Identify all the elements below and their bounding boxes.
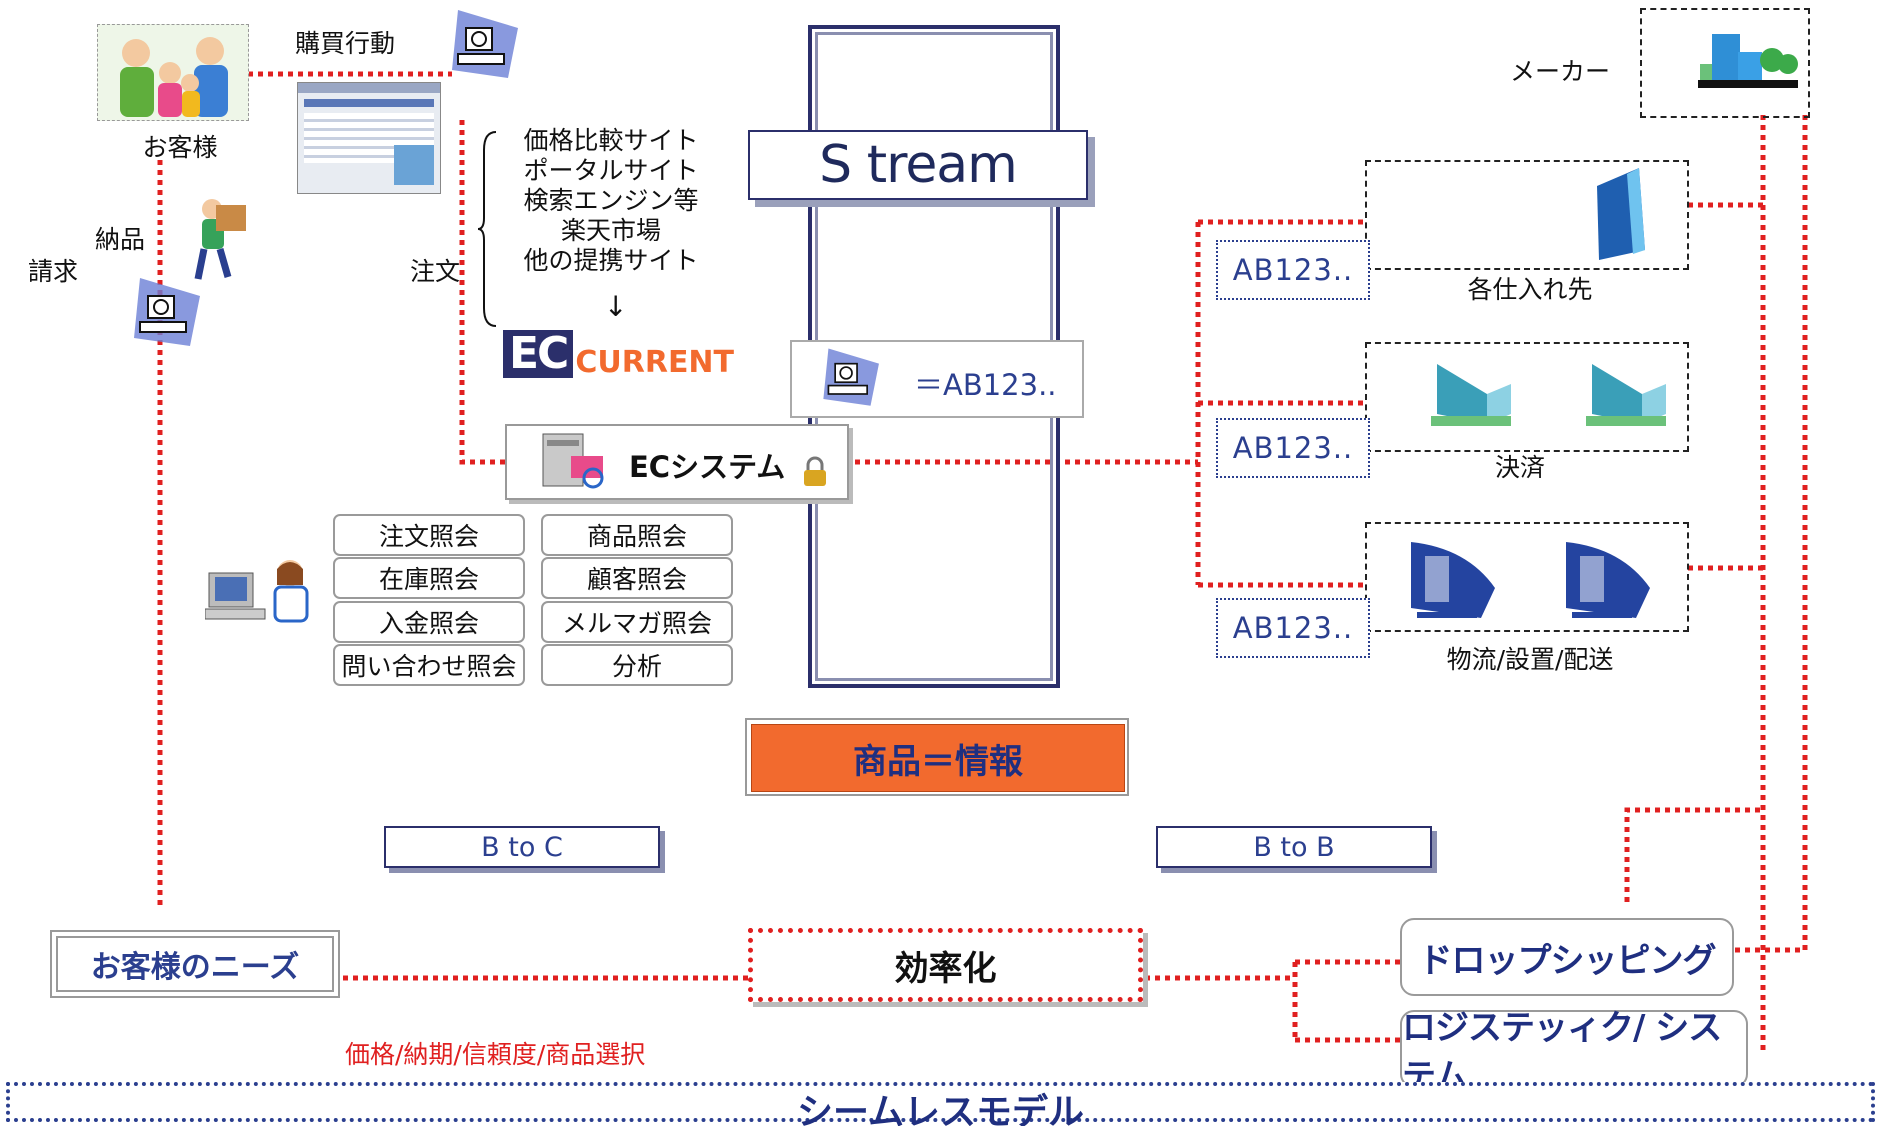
sites-list: 価格比較サイト ポータルサイト 検索エンジン等 楽天市場 他の提携サイト [500, 126, 722, 276]
maker-box [1640, 8, 1810, 118]
stream-computer-icon [820, 348, 884, 408]
operator-image [204, 555, 315, 625]
logistics-label: 物流/設置/配送 [1446, 645, 1614, 674]
ec-system-label: ECシステム [629, 450, 786, 484]
query-button[interactable]: 在庫照会 [333, 557, 525, 599]
down-arrow-icon: ↓ [604, 290, 628, 323]
btob-label: B to B [1156, 826, 1432, 868]
bank-building-icon [1427, 354, 1517, 438]
customer-needs-label: お客様のニーズ [90, 950, 300, 985]
product-info-banner: 商品＝情報 [745, 718, 1129, 796]
logistics-code: AB123.. [1216, 598, 1370, 658]
query-button[interactable]: 問い合わせ照会 [333, 644, 525, 686]
ec-system-box: ECシステム [505, 424, 849, 500]
settlement-box [1365, 342, 1689, 452]
query-button[interactable]: 商品照会 [541, 514, 733, 556]
stream-code-box: ＝AB123.. [790, 340, 1084, 418]
needs-detail-label: 価格/納期/信頼度/商品選択 [345, 1040, 646, 1069]
settlement-code: AB123.. [1216, 418, 1370, 478]
logistics-box [1365, 522, 1689, 632]
logistics-system-box: ロジステッィク/ システム [1400, 1008, 1748, 1097]
stream-title: S tream [819, 135, 1018, 195]
computer-icon [448, 10, 524, 80]
site-item: ポータルサイト [523, 156, 699, 185]
bank-building-icon [1582, 354, 1672, 438]
order-label: 注文 [410, 257, 461, 286]
billing-label: 請求 [28, 257, 79, 286]
product-info-label: 商品＝情報 [853, 741, 1023, 782]
stream-code-label: ＝AB123.. [914, 368, 1057, 402]
query-button[interactable]: 注文照会 [333, 514, 525, 556]
logistics-building-icon [1407, 538, 1497, 630]
seamless-model-label: シームレスモデル [797, 1092, 1084, 1126]
server-icon [537, 430, 609, 492]
efficiency-box: 効率化 [748, 928, 1143, 1002]
website-screenshot-image [297, 82, 441, 194]
supplier-label: 各仕入れ先 [1467, 275, 1593, 304]
site-item: 価格比較サイト [523, 126, 699, 155]
drop-shipping-box: ドロップシッピング [1400, 918, 1734, 996]
site-item: 検索エンジン等 [523, 186, 699, 215]
query-button[interactable]: 分析 [541, 644, 733, 686]
factory-icon [1692, 24, 1802, 108]
supplier-box [1365, 160, 1689, 270]
ec-current-logo: EC CURRENT [503, 330, 734, 378]
site-item: 楽天市場 [560, 216, 661, 245]
query-button[interactable]: 顧客照会 [541, 557, 733, 599]
query-button[interactable]: メルマガ照会 [541, 601, 733, 643]
customer-family-image [97, 24, 249, 121]
efficiency-label: 効率化 [894, 948, 997, 989]
seamless-model-bar: シームレスモデル [6, 1082, 1875, 1126]
office-building-icon [1587, 166, 1657, 266]
customer-label: お客様 [142, 133, 218, 162]
logistics-building-icon [1562, 538, 1652, 630]
stream-title-box: S tream [748, 130, 1088, 200]
billing-computer-icon [130, 278, 206, 348]
delivery-person-image [192, 195, 252, 285]
purchase-action-label: 購買行動 [295, 29, 396, 58]
supplier-code: AB123.. [1216, 240, 1370, 300]
btoc-label: B to C [384, 826, 660, 868]
delivery-label: 納品 [95, 225, 146, 254]
maker-label: メーカー [1510, 57, 1611, 86]
customer-needs-box: お客様のニーズ [50, 930, 340, 998]
sites-brace [478, 131, 497, 327]
lock-icon [799, 456, 831, 488]
settlement-label: 決済 [1494, 453, 1545, 482]
query-button[interactable]: 入金照会 [333, 601, 525, 643]
site-item: 他の提携サイト [523, 246, 699, 275]
